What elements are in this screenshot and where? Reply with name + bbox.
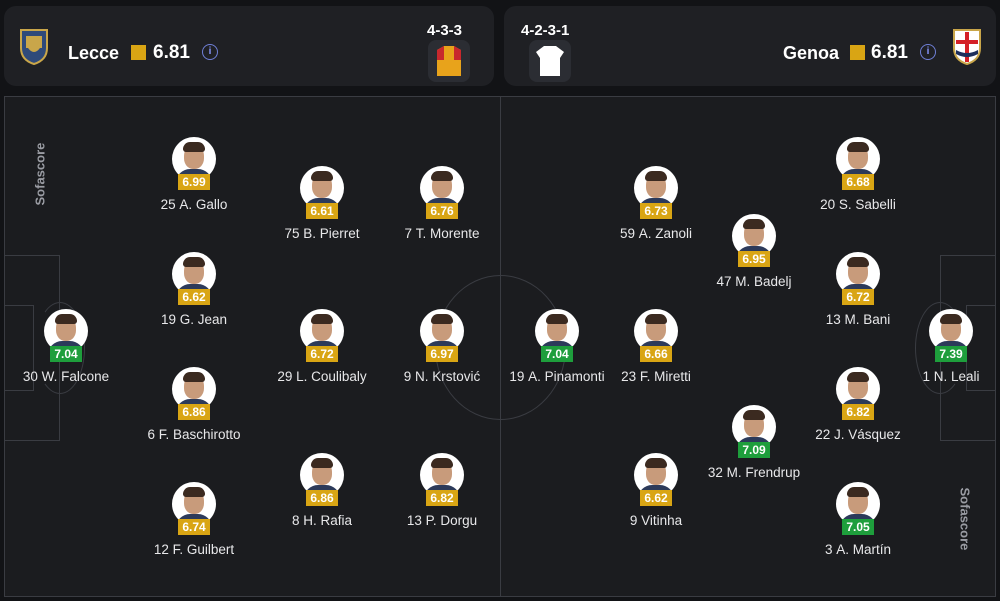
- player-rating: 6.66: [640, 346, 672, 362]
- player-rating: 6.73: [640, 203, 672, 219]
- player-rating: 6.99: [178, 174, 210, 190]
- player-name: 29 L. Coulibaly: [277, 369, 367, 384]
- player-avatar: [634, 453, 678, 497]
- player-rating: 6.76: [426, 203, 458, 219]
- brand-label: Sofascore: [32, 142, 48, 206]
- sofascore-watermark-right: Sofascore: [957, 487, 973, 551]
- player-name: 6 F. Baschirotto: [147, 427, 241, 442]
- player-name: 9 Vitinha: [629, 513, 683, 528]
- player-rating: 6.61: [306, 203, 338, 219]
- player-rating: 6.97: [426, 346, 458, 362]
- player-name: 30 W. Falcone: [22, 369, 110, 384]
- info-icon[interactable]: i: [202, 44, 218, 60]
- player-rating: 6.74: [178, 519, 210, 535]
- genoa-crest-icon: [953, 29, 981, 66]
- player-name: 25 A. Gallo: [160, 197, 228, 212]
- player-name: 1 N. Leali: [922, 369, 980, 384]
- player-name: 23 F. Miretti: [621, 369, 691, 384]
- player-name: 8 H. Rafia: [291, 513, 353, 528]
- player-avatar: [172, 367, 216, 411]
- player-rating: 6.82: [842, 404, 874, 420]
- player-name: 22 J. Vásquez: [815, 427, 901, 442]
- player-rating: 6.68: [842, 174, 874, 190]
- player-name: 75 B. Pierret: [284, 226, 360, 241]
- away-team-name[interactable]: Genoa: [783, 43, 840, 63]
- player-avatar: [300, 166, 344, 210]
- player-name: 59 A. Zanoli: [619, 226, 693, 241]
- brand-label: Sofascore: [957, 487, 973, 551]
- player-name: 47 M. Badelj: [716, 274, 792, 289]
- away-kit[interactable]: [529, 40, 571, 82]
- sofascore-watermark-left: Sofascore: [32, 142, 48, 206]
- home-team-name[interactable]: Lecce: [68, 43, 120, 63]
- home-formation: 4-3-3: [427, 22, 463, 39]
- player-avatar: [836, 252, 880, 296]
- player-name: 13 P. Dorgu: [406, 513, 478, 528]
- player-name: 19 A. Pinamonti: [509, 369, 605, 384]
- player-rating: 6.72: [306, 346, 338, 362]
- away-formation: 4-2-3-1: [521, 22, 570, 39]
- home-team-header: Lecce 6.81 i 4-3-3: [4, 6, 494, 86]
- player-name: 9 N. Krstović: [403, 369, 481, 384]
- info-icon[interactable]: i: [920, 44, 936, 60]
- home-team-rating: 6.81: [153, 42, 190, 63]
- left-penalty-arc: [35, 302, 85, 394]
- player-name: 20 S. Sabelli: [820, 197, 896, 212]
- player-name: 13 M. Bani: [825, 312, 891, 327]
- player-rating: 6.62: [178, 289, 210, 305]
- lecce-crest-icon: [20, 29, 48, 66]
- player-rating: 6.86: [178, 404, 210, 420]
- player-rating: 7.04: [50, 346, 82, 362]
- right-penalty-arc: [915, 302, 965, 394]
- player-rating: 6.86: [306, 490, 338, 506]
- player-rating: 7.04: [541, 346, 573, 362]
- player-name: 3 A. Martín: [824, 542, 892, 557]
- player-rating: 7.39: [935, 346, 967, 362]
- home-kit[interactable]: [428, 40, 470, 82]
- player-rating: 7.05: [842, 519, 874, 535]
- player-name: 32 M. Frendrup: [707, 465, 801, 480]
- player-rating: 6.82: [426, 490, 458, 506]
- away-team-rating: 6.81: [871, 42, 908, 63]
- player-rating: 6.95: [738, 251, 770, 267]
- away-team-header: 4-2-3-1 Genoa 6.81 i: [504, 6, 996, 86]
- home-rating-square: [131, 45, 146, 60]
- player-name: 12 F. Guilbert: [153, 542, 235, 557]
- shirt-icon: [437, 46, 461, 76]
- player-name: 7 T. Morente: [404, 226, 480, 241]
- away-rating-square: [850, 45, 865, 60]
- player-rating: 6.62: [640, 490, 672, 506]
- player-rating: 7.09: [738, 442, 770, 458]
- player-rating: 6.72: [842, 289, 874, 305]
- pitch: [4, 96, 996, 597]
- player-avatar: [929, 309, 973, 353]
- player-name: 19 G. Jean: [160, 312, 228, 327]
- shirt-icon: [536, 46, 564, 76]
- left-goal-box: [4, 305, 34, 391]
